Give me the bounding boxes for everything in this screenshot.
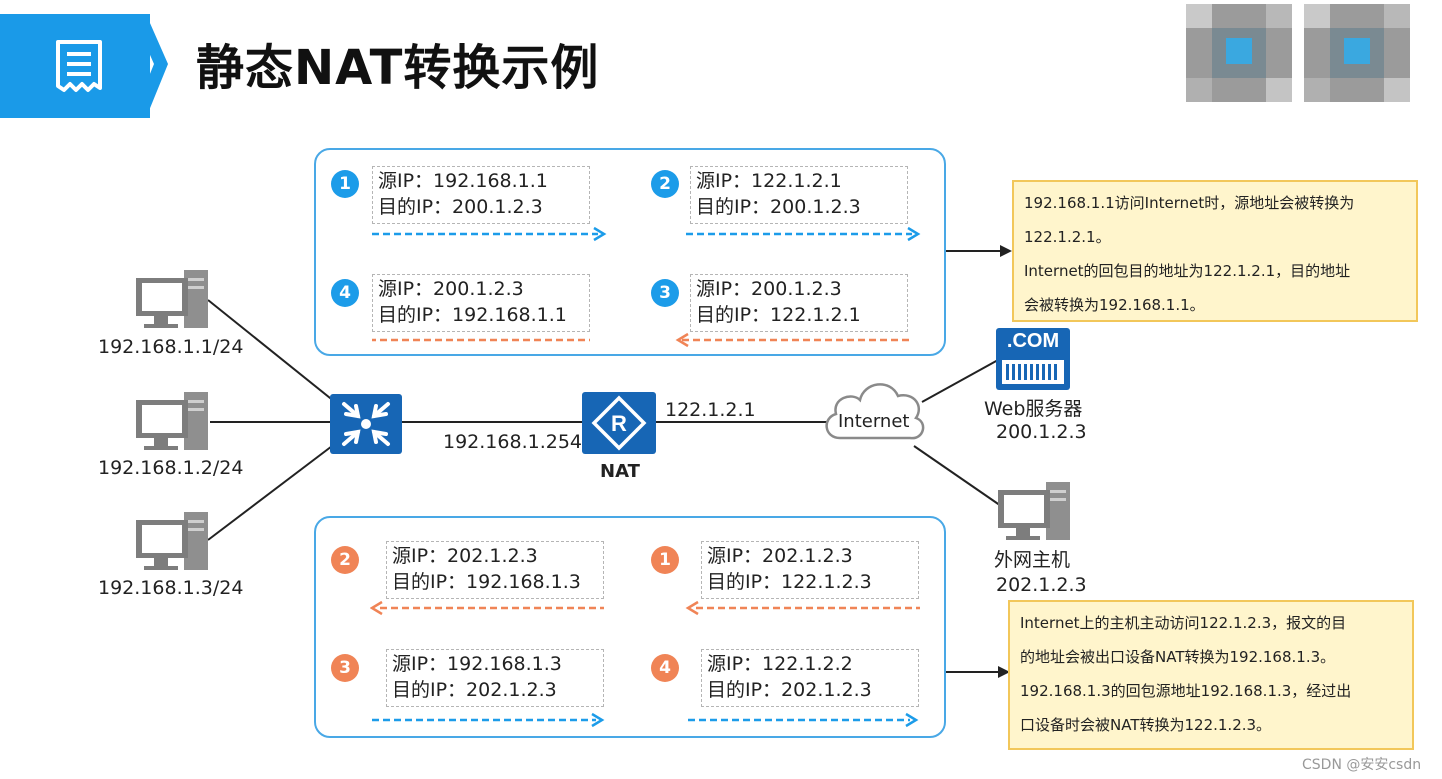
packet-box: 源IP：122.1.2.1 目的IP：200.1.2.3 [690,166,908,224]
packet-box: 源IP：202.1.2.3 目的IP：122.1.2.3 [701,541,919,599]
source-ip: 源IP：200.1.2.3 [378,278,524,300]
source-ip: 源IP：200.1.2.3 [696,278,842,300]
outside-ip-label: 122.1.2.1 [665,399,756,421]
server-ip: 200.1.2.3 [996,421,1087,443]
step-badge: 1 [651,546,679,574]
note-line: 192.168.1.3的回包源地址192.168.1.3，经过出 [1020,682,1352,700]
destination-ip: 目的IP：192.168.1.1 [378,304,567,326]
destination-ip: 目的IP：122.1.2.1 [696,304,861,326]
step-badge: 4 [331,279,359,307]
destination-ip: 目的IP：202.1.2.3 [392,679,557,701]
source-ip: 源IP：122.1.2.1 [696,170,842,192]
step-badge: 4 [651,654,679,682]
router-label: NAT [600,461,640,482]
watermark: CSDN @安安csdn [1302,757,1422,773]
packet-box: 源IP：122.1.2.2 目的IP：202.1.2.3 [701,649,919,707]
packet-box: 源IP：200.1.2.3 目的IP：122.1.2.1 [690,274,908,332]
avatar-thumbnail-2 [1304,4,1410,102]
host-ip-label: 192.168.1.3/24 [98,577,244,599]
step-badge: 1 [331,170,359,198]
packet-box: 源IP：192.168.1.1 目的IP：200.1.2.3 [372,166,590,224]
host-ip-label: 192.168.1.2/24 [98,457,244,479]
note-line: 122.1.2.1。 [1024,228,1111,246]
pc-icon [136,392,208,450]
packet-box: 源IP：192.168.1.3 目的IP：202.1.2.3 [386,649,604,707]
external-host-name: 外网主机 [994,549,1071,571]
note-line: 的地址会被出口设备NAT转换为192.168.1.3。 [1020,648,1336,666]
note-line: 会被转换为192.168.1.1。 [1024,296,1205,314]
source-ip: 源IP：192.168.1.3 [392,653,562,675]
server-icon [996,328,1070,390]
destination-ip: 目的IP：202.1.2.3 [707,679,872,701]
cloud-icon [825,383,925,440]
explanation-note-top: 192.168.1.1访问Internet时，源地址会被转换为 122.1.2.… [1012,180,1418,322]
host-ip-label: 192.168.1.1/24 [98,336,244,358]
page-title: 静态NAT转换示例 [196,40,600,96]
cloud-label: Internet [838,411,910,432]
inside-ip-label: 192.168.1.254 [443,431,583,453]
step-badge: 3 [651,279,679,307]
external-host-ip: 202.1.2.3 [996,574,1087,596]
destination-ip: 目的IP：192.168.1.3 [392,571,581,593]
explanation-note-bottom: Internet上的主机主动访问122.1.2.3，报文的目 的地址会被出口设备… [1008,600,1414,750]
step-badge: 2 [651,170,679,198]
server-badge: .COM [1006,330,1060,352]
server-name: Web服务器 [984,398,1083,420]
destination-ip: 目的IP：200.1.2.3 [696,196,861,218]
source-ip: 源IP：202.1.2.3 [707,545,853,567]
pc-icon [136,270,208,328]
step-badge: 2 [331,546,359,574]
packet-box: 源IP：200.1.2.3 目的IP：192.168.1.1 [372,274,590,332]
source-ip: 源IP：122.1.2.2 [707,653,853,675]
note-line: 192.168.1.1访问Internet时，源地址会被转换为 [1024,194,1355,212]
note-line: Internet的回包目的地址为122.1.2.1，目的地址 [1024,262,1351,280]
note-line: Internet上的主机主动访问122.1.2.3，报文的目 [1020,614,1347,632]
svg-text:R: R [611,411,627,436]
router-icon: R [582,392,656,454]
pc-icon [998,482,1070,540]
flow-arrows [372,226,921,348]
header-chevron [132,14,168,118]
packet-box: 源IP：202.1.2.3 目的IP：192.168.1.3 [386,541,604,599]
switch-icon [330,394,402,454]
step-badge: 3 [331,654,359,682]
source-ip: 源IP：202.1.2.3 [392,545,538,567]
note-line: 口设备时会被NAT转换为122.1.2.3。 [1020,716,1272,734]
pc-icon [136,512,208,570]
destination-ip: 目的IP：200.1.2.3 [378,196,543,218]
flow-arrows [370,600,920,728]
avatar-thumbnail-1 [1186,4,1292,102]
destination-ip: 目的IP：122.1.2.3 [707,571,872,593]
source-ip: 源IP：192.168.1.1 [378,170,548,192]
document-icon [56,40,102,92]
